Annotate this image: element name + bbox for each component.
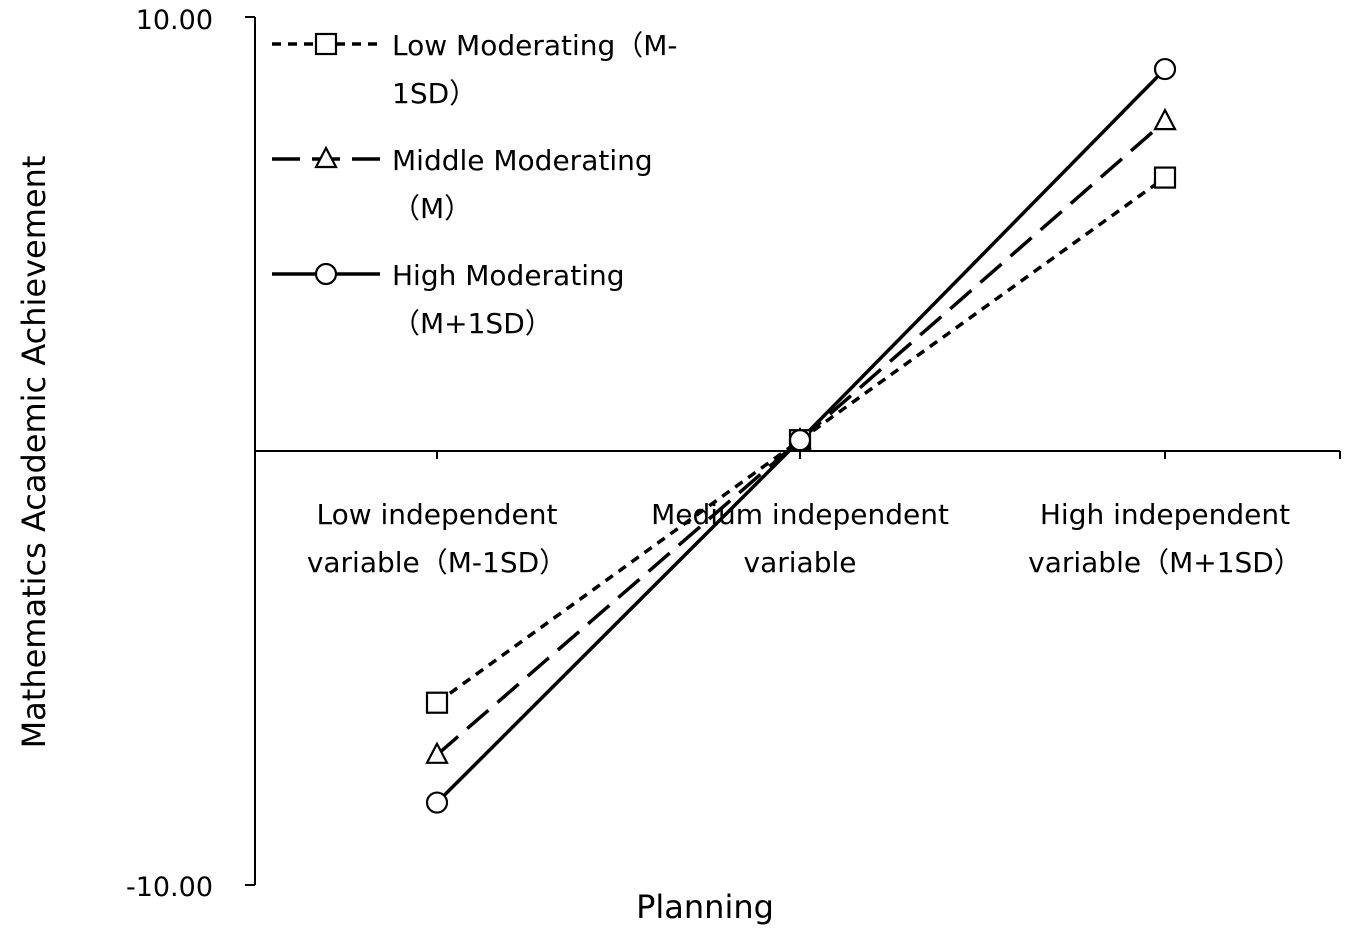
series-1-point-1 — [425, 691, 449, 714]
x-category-label-3-line-2: variable（M+1SD） — [1028, 546, 1302, 579]
legend-label-2-line-1: Middle Moderating — [392, 144, 653, 177]
series-3-point-3 — [1153, 57, 1177, 81]
y-tick-label-top: 10.00 — [136, 5, 213, 36]
x-category-label-1-line-1: Low independent — [316, 498, 557, 531]
legend-label-1-line-2: 1SD） — [392, 77, 477, 110]
series-2-point-1 — [425, 741, 449, 764]
series-3-point-2 — [788, 429, 812, 452]
legend-label-1-line-1: Low Moderating（M- — [392, 29, 678, 62]
legend-marker-1 — [314, 32, 338, 56]
x-category-label-2-line-1: Medium independent — [651, 498, 949, 531]
y-tick-label-bottom: -10.00 — [126, 872, 213, 903]
x-category-label-3-line-1: High independent — [1040, 498, 1290, 531]
legend-marker-2 — [314, 145, 338, 169]
legend-label-3-line-2: （M+1SD） — [392, 307, 553, 340]
x-category-label-1-line-2: variable（M-1SD） — [307, 546, 567, 579]
series-2-point-3 — [1153, 107, 1177, 131]
x-axis-title: Planning — [636, 888, 774, 926]
legend-label-2-line-2: （M） — [392, 192, 472, 225]
legend-label-3-line-1: High Moderating — [392, 259, 625, 292]
series-1-point-3 — [1153, 166, 1177, 189]
legend-marker-3 — [314, 262, 338, 286]
series-3-point-1 — [425, 791, 449, 814]
y-axis-title: Mathematics Academic Achievement — [15, 156, 53, 749]
x-category-label-2-line-2: variable — [744, 546, 857, 579]
